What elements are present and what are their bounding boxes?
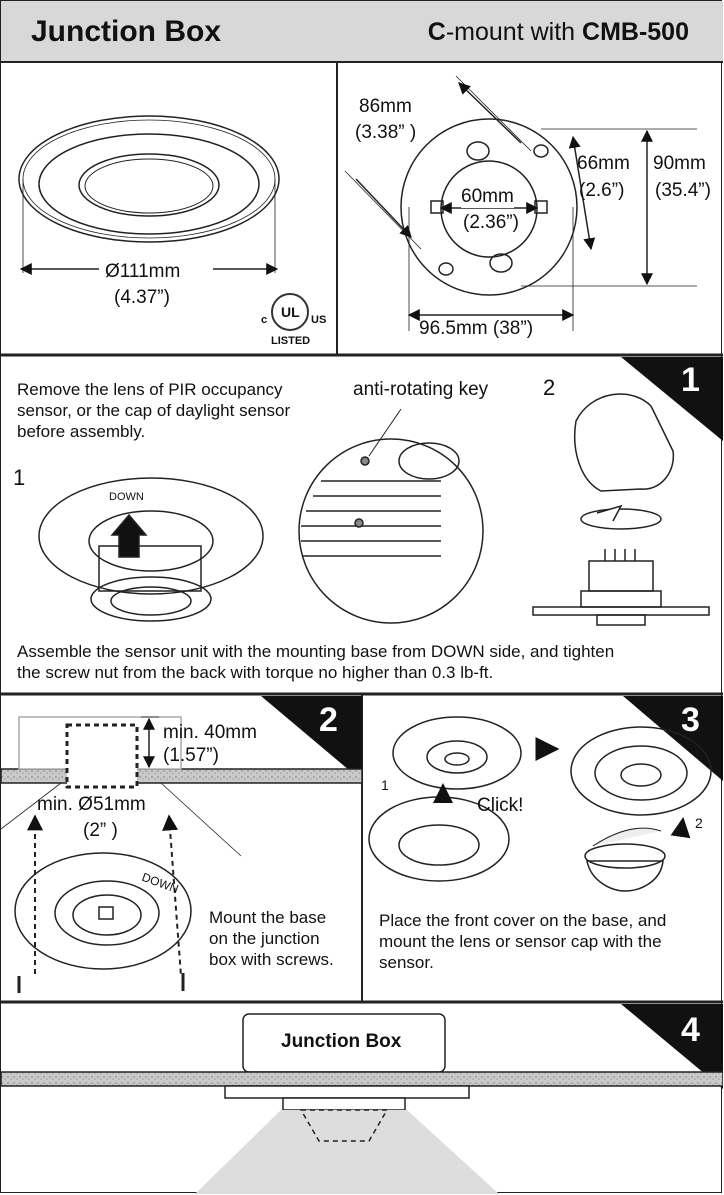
step4-drawings: [1, 1013, 723, 1194]
step2-note: Mount the base on the junction box with …: [209, 908, 334, 969]
cert-c: c: [261, 314, 268, 326]
step-2-number: 2: [319, 701, 338, 739]
min-40-label: min. 40mm (1.57”): [163, 722, 257, 766]
step-1-number: 1: [681, 361, 700, 399]
step3-drawings: [368, 716, 712, 892]
step2-base-drawing: [14, 814, 192, 993]
step1-base-drawing: [38, 477, 264, 622]
page-subtitle: C-mount with CMB-500: [428, 18, 689, 47]
dim-66: 66mm: [577, 153, 630, 174]
step-3-number: 3: [681, 701, 700, 739]
dim-86: 86mm: [359, 96, 412, 117]
step-2-corner: [261, 696, 362, 781]
subtitle-c: C: [427, 18, 446, 46]
diameter-label: Ø111mm: [105, 261, 181, 282]
dim-66-in: (2.6”): [579, 180, 625, 201]
min-51-label: min. Ø51mm: [37, 794, 146, 815]
dim-90: 90mm: [653, 153, 706, 174]
step3-circle-1: 1: [381, 777, 389, 793]
subtitle-mid: -mount with: [445, 18, 583, 46]
anti-rotating-key-label: anti-rotating key: [353, 379, 489, 400]
page-title: Junction Box: [31, 15, 222, 48]
header-bar: Junction Box C-mount with CMB-500: [1, 1, 723, 63]
diameter-inch-label: (4.37”): [114, 287, 170, 308]
cover-ring-drawing: [18, 115, 280, 275]
step1-intro: Remove the lens of PIR occupancy sensor,…: [17, 380, 291, 441]
dim-60: 60mm: [461, 185, 514, 208]
junction-box-label: Junction Box: [281, 1031, 402, 1052]
ul-cert-mark: [271, 293, 309, 331]
cert-listed: LISTED: [271, 335, 311, 347]
min-51-inch-label: (2” ): [83, 820, 118, 841]
step-1-corner: [621, 357, 723, 441]
dim-90-in: (35.4”): [655, 180, 711, 201]
step1-sensor-drawing: [532, 393, 710, 626]
dim-86-in: (3.38” ): [355, 122, 417, 143]
step3-note: Place the front cover on the base, and m…: [379, 911, 667, 972]
subtitle-model: CMB-500: [582, 18, 689, 46]
click-label: Click!: [477, 795, 524, 816]
step2-ceiling: [1, 716, 363, 857]
step1-note: Assemble the sensor unit with the mounti…: [17, 642, 615, 682]
step3-circle-2: 2: [695, 815, 703, 831]
step-4-corner: [621, 1004, 723, 1089]
step1-down-label: DOWN: [109, 491, 144, 503]
step1-circle-1: 1: [13, 465, 26, 490]
dim-96-5: 96.5mm (38”): [419, 318, 534, 339]
step1-zoom-detail: [298, 408, 484, 624]
cert-ul: UL: [281, 304, 300, 320]
cert-us: US: [311, 314, 327, 326]
dim-60-in: (2.36”): [463, 211, 519, 234]
step-3-corner: [623, 696, 723, 781]
mounting-plate-drawing: [344, 75, 697, 331]
step1-circle-2: 2: [543, 375, 556, 400]
step-4-number: 4: [681, 1011, 700, 1049]
